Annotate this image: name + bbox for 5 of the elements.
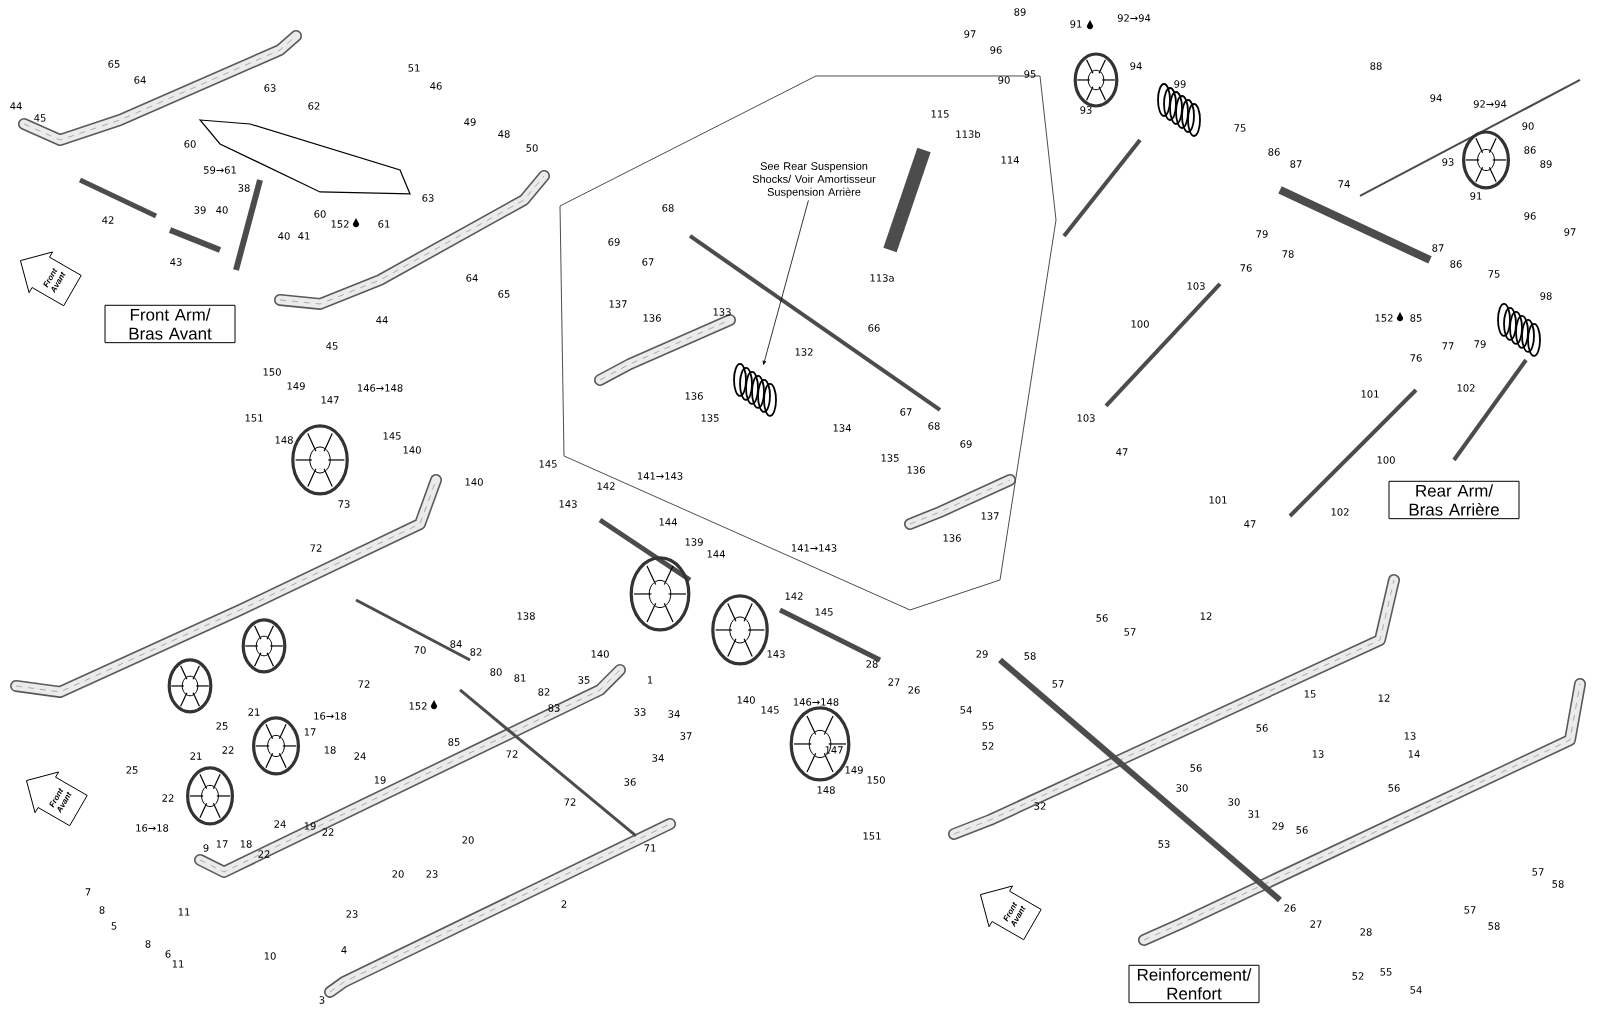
title-box: Rear Arm/ Bras Arrière <box>1388 480 1520 520</box>
shock-spring-drawing <box>733 363 777 417</box>
leader-line <box>762 200 809 365</box>
title-box: Front Arm/ Bras Avant <box>104 304 236 344</box>
title-box: Reinforcement/ Renfort <box>1128 964 1260 1004</box>
